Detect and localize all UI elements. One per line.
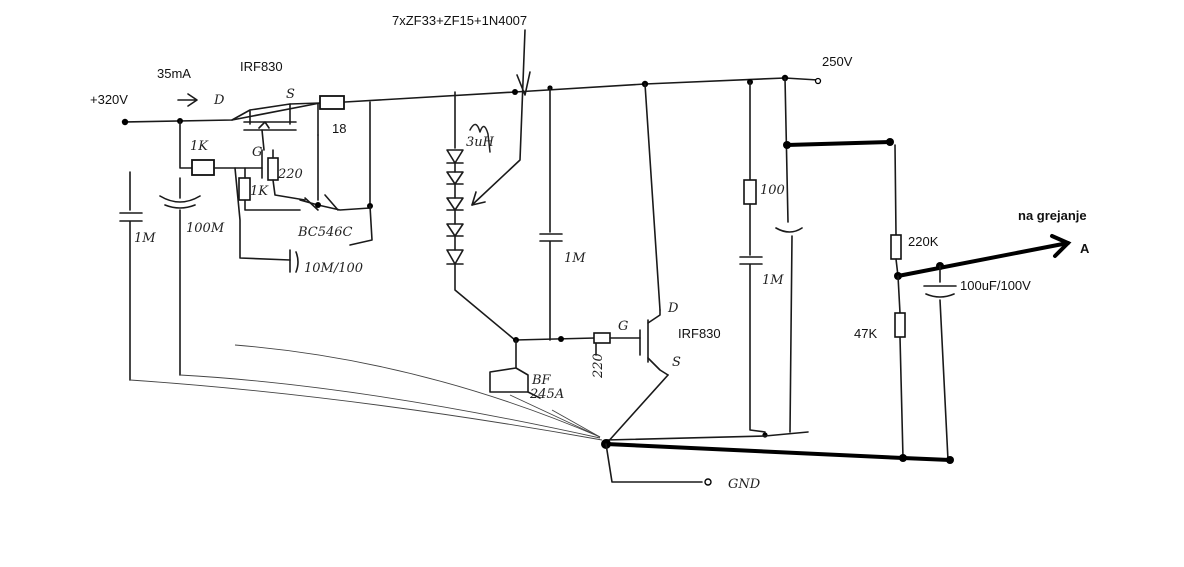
hw-1m-right: 1M (762, 273, 784, 288)
hw-3uh: 3uH (466, 135, 495, 150)
hw-220-b: 220 (591, 353, 606, 379)
capacitor-1m-left (119, 171, 143, 381)
label-100uf: 100uF/100V (960, 278, 1031, 293)
hw-100: 100 (760, 183, 785, 198)
hw-1k-a: 1K (190, 139, 209, 154)
hw-g-bot: G (618, 319, 628, 334)
label-r18: 18 (332, 121, 346, 136)
gnd-terminal (605, 443, 712, 486)
hw-1m-left: 1M (134, 231, 156, 246)
hw-d-bot: D (667, 301, 679, 316)
output-network (601, 138, 1072, 464)
label-250v: 250V (822, 54, 853, 69)
current-arrow (177, 93, 198, 107)
hw-s-top: S (286, 87, 295, 102)
right-rc (605, 77, 809, 441)
label-na-grejanje: na grejanje (1018, 208, 1087, 223)
hw-bc546c: BC546C (297, 225, 353, 240)
hw-d-top: D (213, 93, 225, 108)
hw-gnd: GND (728, 477, 761, 492)
mosfet-top (231, 102, 321, 151)
capacitor-1m-mid (539, 87, 563, 341)
hw-s-bot: S (672, 355, 681, 370)
label-irf830-bottom: IRF830 (678, 326, 721, 341)
label-220k: 220K (908, 234, 939, 249)
resistor-18 (317, 95, 371, 206)
hw-1k-b: 1K (250, 184, 269, 199)
hw-bf: BF (531, 373, 552, 388)
mosfet-bottom-network (489, 83, 669, 445)
label-35ma: 35mA (157, 66, 191, 81)
label-pin-a: A (1080, 241, 1090, 256)
hw-1m-mid: 1M (564, 251, 586, 266)
hw-220-a: 220 (277, 167, 303, 182)
top-rail (121, 74, 822, 126)
bias-network (179, 120, 373, 261)
capacitor-10m (289, 249, 299, 273)
hw-10m100: 10M/100 (304, 261, 363, 276)
hw-g-top: G (252, 145, 262, 160)
capacitor-100m (159, 177, 201, 376)
label-diode-stack: 7xZF33+ZF15+1N4007 (392, 13, 527, 28)
label-47k: 47K (854, 326, 877, 341)
diode-stack (446, 91, 516, 341)
hw-100m: 100M (186, 221, 225, 236)
gnd-returns (129, 344, 603, 441)
label-320v: +320V (90, 92, 128, 107)
label-irf830-top: IRF830 (240, 59, 283, 74)
label-arrow (471, 29, 531, 206)
hw-245a: 245A (529, 387, 564, 402)
